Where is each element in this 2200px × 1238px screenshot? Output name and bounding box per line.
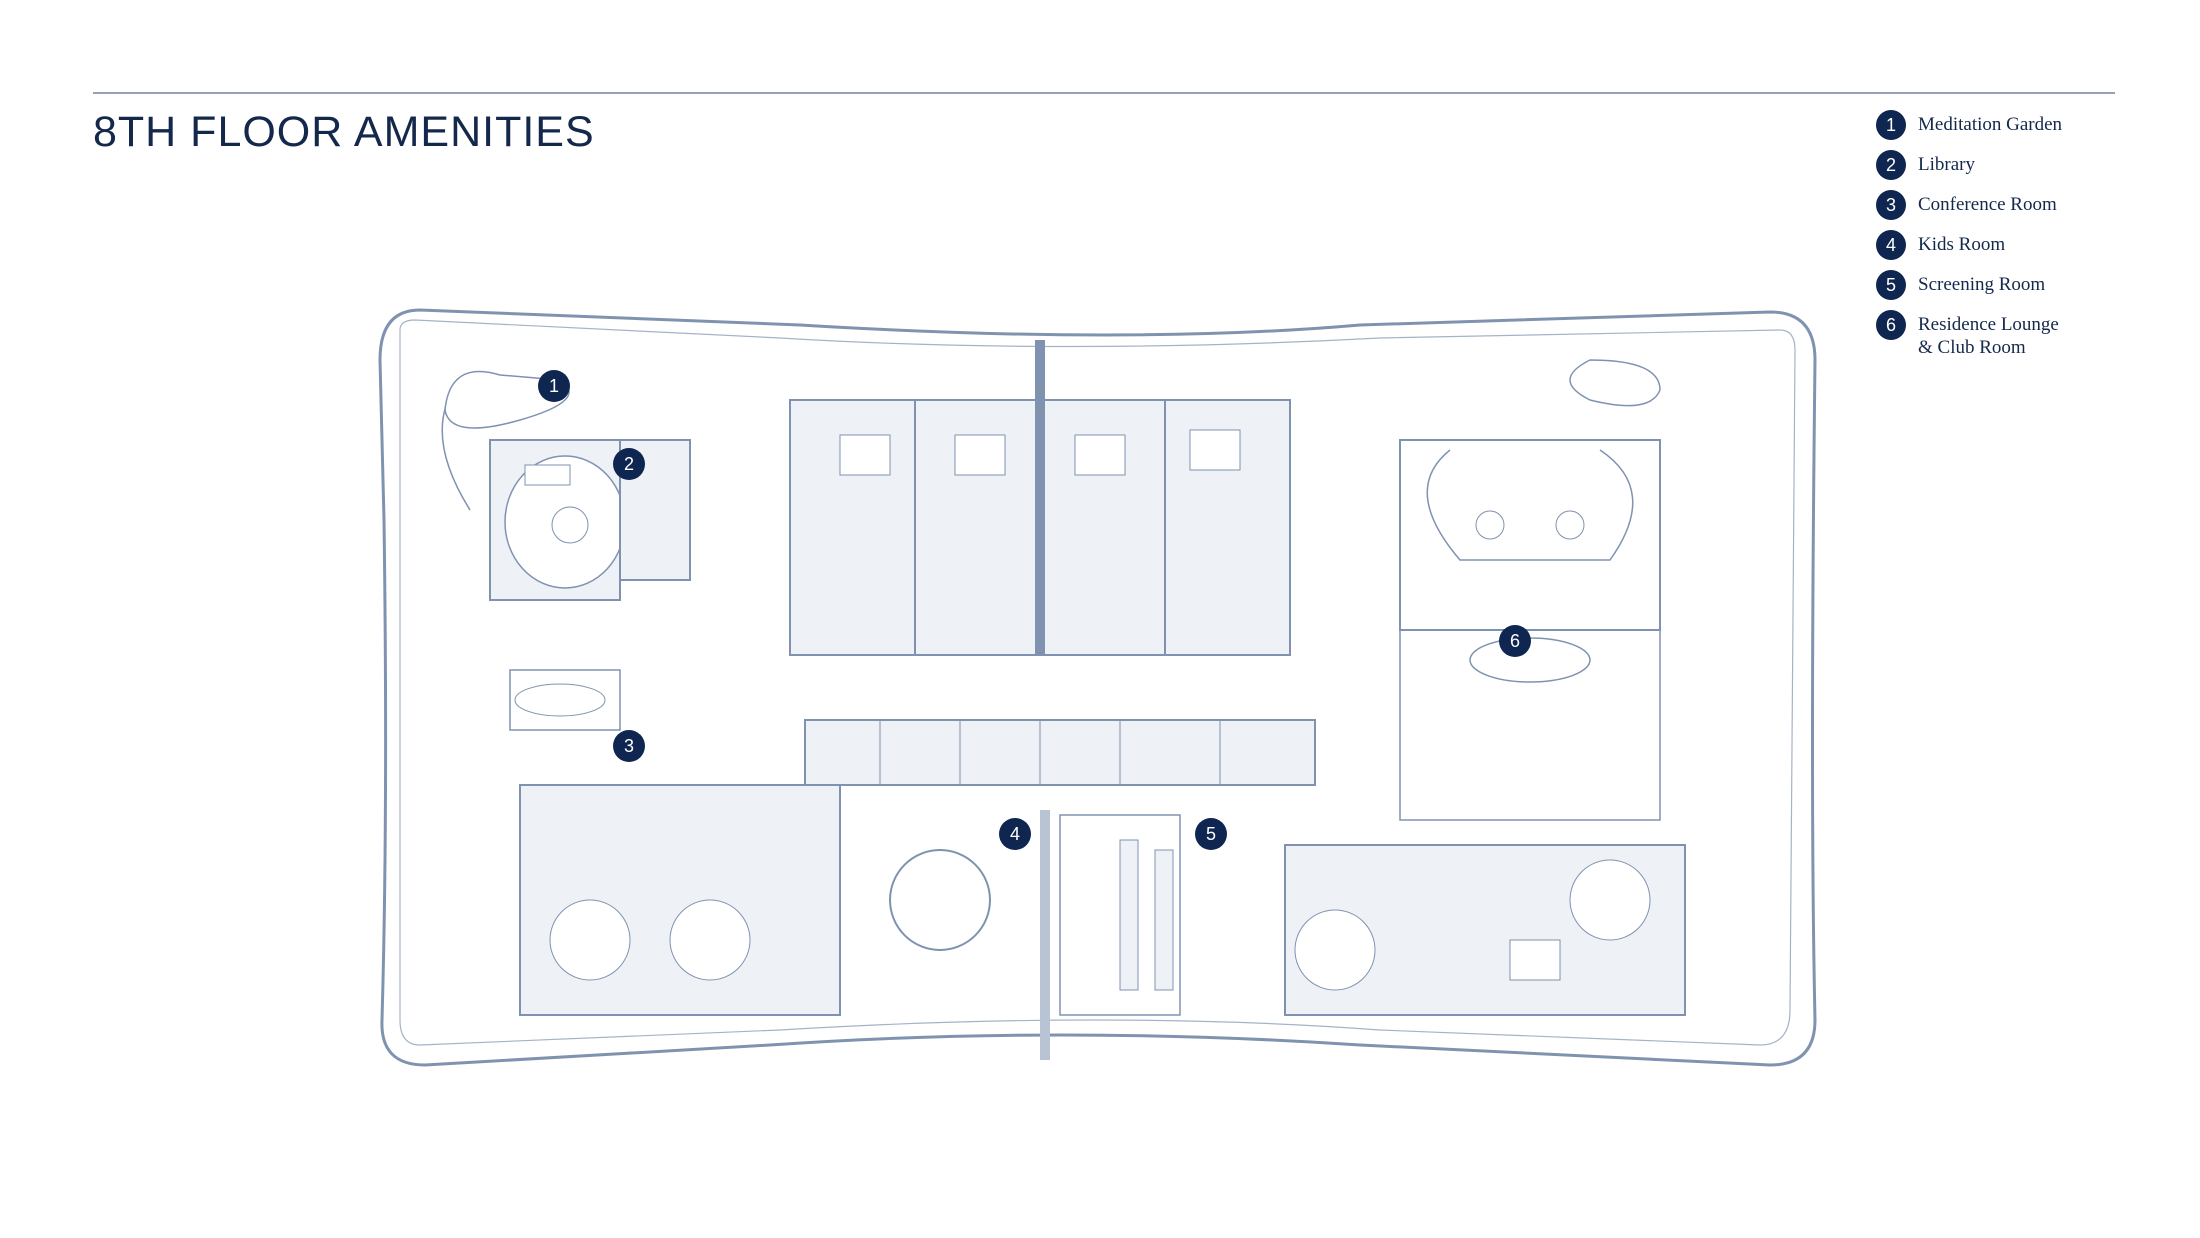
central-spine-lower bbox=[1040, 810, 1050, 1060]
legend-number-badge: 4 bbox=[1876, 230, 1906, 260]
library-table bbox=[551, 506, 589, 544]
left-lower-suites bbox=[519, 784, 841, 1016]
lounge-table bbox=[1555, 510, 1585, 540]
suite-rug bbox=[669, 899, 751, 981]
screening-seats bbox=[1119, 839, 1139, 991]
terrace-edge bbox=[399, 319, 1796, 1046]
legend-item-library: 2 Library bbox=[1876, 150, 2158, 180]
plan-marker-meditation-garden[interactable]: 1 bbox=[538, 370, 570, 402]
legend-item-kids-room: 4 Kids Room bbox=[1876, 230, 2158, 260]
legend-label: Meditation Garden bbox=[1918, 114, 2063, 135]
elevator-core bbox=[804, 719, 1316, 786]
legend-number-badge: 2 bbox=[1876, 150, 1906, 180]
dining-table bbox=[1509, 939, 1561, 981]
legend-label: Conference Room bbox=[1918, 194, 2057, 215]
plan-marker-kids-room[interactable]: 4 bbox=[999, 818, 1031, 850]
legend-label: Screening Room bbox=[1918, 274, 2046, 295]
plan-marker-screening-room[interactable]: 5 bbox=[1195, 818, 1227, 850]
screening-seats bbox=[1154, 849, 1174, 991]
legend-label: Kids Room bbox=[1918, 234, 2006, 255]
floor-plan: 1 2 3 4 5 6 bbox=[360, 290, 1840, 1090]
lounge-seating-curve bbox=[1426, 449, 1634, 561]
club-room bbox=[1399, 629, 1661, 821]
legend-number-badge: 1 bbox=[1876, 110, 1906, 140]
plan-marker-conference-room[interactable]: 3 bbox=[613, 730, 645, 762]
legend-item-meditation-garden: 1 Meditation Garden bbox=[1876, 110, 2158, 140]
plan-marker-library[interactable]: 2 bbox=[613, 448, 645, 480]
kids-room-play-circle bbox=[889, 849, 991, 951]
legend-number-badge: 5 bbox=[1876, 270, 1906, 300]
suite-rug bbox=[549, 899, 631, 981]
legend-number-badge: 6 bbox=[1876, 310, 1906, 340]
bed bbox=[839, 434, 891, 476]
conference-table bbox=[514, 683, 606, 717]
legend-label: Library bbox=[1918, 154, 1975, 175]
suite-rug bbox=[1569, 859, 1651, 941]
legend-item-conference-room: 3 Conference Room bbox=[1876, 190, 2158, 220]
bed bbox=[954, 434, 1006, 476]
legend-item-screening-room: 5 Screening Room bbox=[1876, 270, 2158, 300]
legend-number-badge: 3 bbox=[1876, 190, 1906, 220]
bed bbox=[1074, 434, 1126, 476]
library-sofa bbox=[524, 464, 571, 486]
legend-label: Residence Lounge & Club Room bbox=[1918, 314, 2059, 358]
bed bbox=[1189, 429, 1241, 471]
right-meditation-bed bbox=[1569, 359, 1661, 407]
legend-item-residence-lounge: 6 Residence Lounge & Club Room bbox=[1876, 310, 2158, 359]
floor-plan-drawing bbox=[378, 308, 1817, 1067]
page-title: 8TH FLOOR AMENITIES bbox=[93, 108, 595, 156]
lounge-table bbox=[1475, 510, 1505, 540]
header-divider bbox=[93, 92, 2115, 94]
plan-marker-residence-lounge[interactable]: 6 bbox=[1499, 625, 1531, 657]
suite-rug bbox=[1294, 909, 1376, 991]
